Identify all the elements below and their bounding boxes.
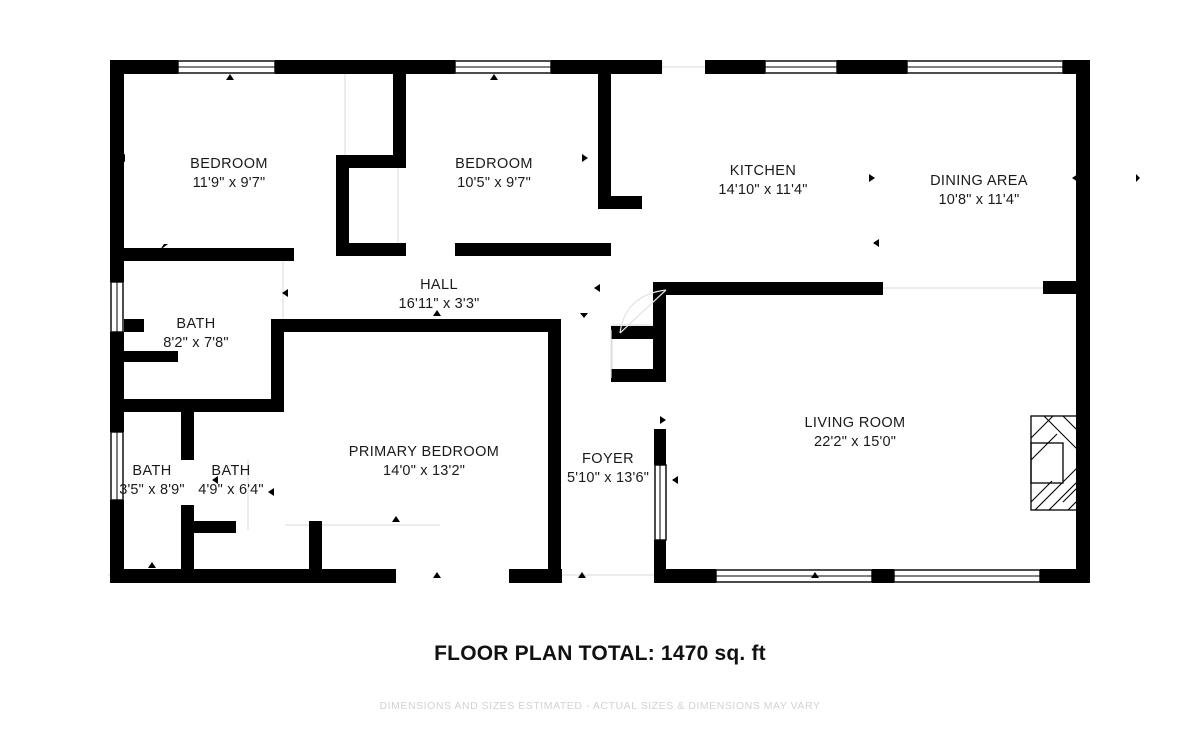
room-dimensions: 11'9" x 9'7" (193, 175, 266, 191)
room-label-foyer: FOYER 5'10" x 13'6" (567, 451, 649, 486)
room-name: PRIMARY BEDROOM (349, 444, 500, 460)
room-labels: BEDROOM 11'9" x 9'7" BEDROOM 10'5" x 9'7… (119, 156, 1028, 498)
room-label-kitchen: KITCHEN 14'10" x 11'4" (718, 163, 807, 198)
room-name: BEDROOM (455, 156, 533, 172)
window-foyer-entry (654, 464, 667, 541)
room-label-primary-bedroom: PRIMARY BEDROOM 14'0" x 13'2" (349, 444, 500, 479)
window-bedroom2-top (454, 60, 552, 74)
room-dimensions: 22'2" x 15'0" (814, 434, 896, 450)
room-name: BEDROOM (190, 156, 268, 172)
room-name: DINING AREA (930, 173, 1028, 189)
door-swings (610, 289, 667, 378)
windows (110, 60, 1064, 583)
window-bath2-left (110, 431, 124, 501)
room-dimensions: 10'8" x 11'4" (938, 192, 1019, 208)
room-name: KITCHEN (730, 163, 796, 179)
window-dining-top (906, 60, 1064, 74)
room-name: LIVING ROOM (804, 415, 905, 431)
room-dimensions: 5'10" x 13'6" (567, 470, 649, 486)
guide-lines (108, 62, 1045, 576)
room-dimensions: 10'5" x 9'7" (457, 175, 531, 191)
room-label-bath-1: BATH 8'2" x 7'8" (163, 316, 229, 351)
room-name: BATH (211, 463, 250, 479)
room-label-bedroom-1: BEDROOM 11'9" x 9'7" (190, 156, 268, 191)
room-label-living-room: LIVING ROOM 22'2" x 15'0" (804, 415, 905, 450)
room-label-bath-2: BATH 3'5" x 8'9" (119, 463, 185, 498)
room-dimensions: 14'10" x 11'4" (718, 182, 807, 198)
room-dimensions: 4'9" x 6'4" (198, 482, 264, 498)
floor-plan-footer: FLOOR PLAN TOTAL: 1470 sq. ft DIMENSIONS… (0, 640, 1200, 712)
window-bath1-left (110, 281, 124, 333)
room-label-bedroom-2: BEDROOM 10'5" x 9'7" (455, 156, 533, 191)
window-kitchen-top (764, 60, 838, 74)
fireplace-icon (1030, 415, 1080, 511)
room-label-hall: HALL 16'11" x 3'3" (398, 277, 479, 312)
interior-walls (124, 60, 883, 577)
floor-plan-disclaimer: DIMENSIONS AND SIZES ESTIMATED - ACTUAL … (379, 700, 821, 712)
room-dimensions: 16'11" x 3'3" (398, 296, 479, 312)
dimension-markers (118, 74, 1140, 578)
window-bedroom1-top (177, 60, 276, 74)
room-label-dining-area: DINING AREA 10'8" x 11'4" (930, 173, 1028, 208)
room-dimensions: 3'5" x 8'9" (119, 482, 185, 498)
room-dimensions: 14'0" x 13'2" (383, 463, 465, 479)
window-livingroom-bottom-left (715, 569, 873, 583)
room-label-bath-3: BATH 4'9" x 6'4" (198, 463, 264, 498)
room-name: BATH (132, 463, 171, 479)
room-dimensions: 8'2" x 7'8" (163, 335, 229, 351)
window-livingroom-bottom-right (893, 569, 1041, 583)
floor-plan-total-title: FLOOR PLAN TOTAL: 1470 sq. ft (434, 642, 766, 665)
room-name: FOYER (582, 451, 634, 467)
room-name: BATH (176, 316, 215, 332)
room-name: HALL (420, 277, 458, 293)
